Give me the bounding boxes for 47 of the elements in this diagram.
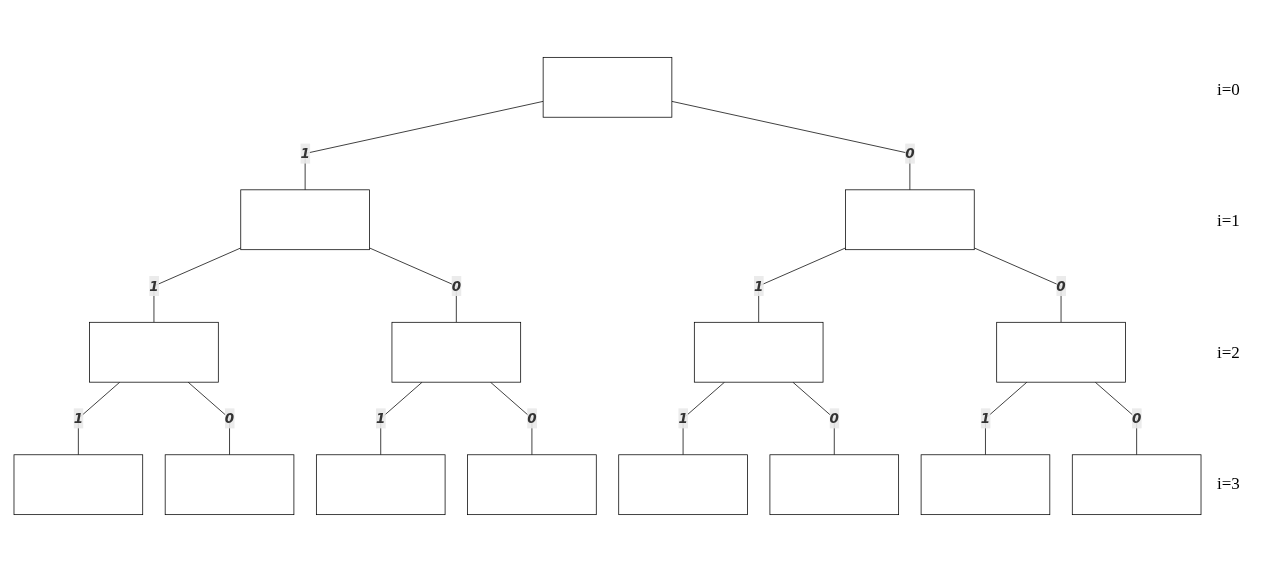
- connector: [380, 381, 423, 456]
- node-box: [240, 189, 370, 251]
- edge-label: 0: [1056, 278, 1066, 294]
- connector: [973, 247, 1062, 323]
- node-box: [996, 321, 1126, 383]
- node-box: [542, 56, 673, 118]
- connector: [369, 247, 457, 323]
- edge-label: 1: [678, 410, 688, 427]
- edge-label: 1: [754, 278, 764, 294]
- node-box: [316, 454, 446, 516]
- node-box: [693, 321, 824, 383]
- edge-label: 0: [905, 145, 915, 162]
- node-box: [1071, 454, 1202, 516]
- edge-label: 1: [73, 410, 84, 427]
- edge-label: 1: [376, 410, 386, 427]
- connector: [682, 381, 725, 456]
- connector: [1094, 381, 1138, 456]
- edge-label: 1: [980, 410, 991, 427]
- node-box: [89, 321, 219, 383]
- level-label: i=3: [1216, 474, 1241, 494]
- connector: [985, 381, 1028, 456]
- level-label: i=1: [1216, 211, 1241, 232]
- edge-label: 0: [527, 410, 537, 427]
- node-box: [845, 189, 975, 251]
- connector: [792, 381, 835, 456]
- connector: [77, 381, 121, 456]
- connector: [671, 101, 911, 191]
- connector: [187, 381, 230, 456]
- node-box: [769, 454, 899, 516]
- node-box: [920, 454, 1051, 516]
- edge-label: 0: [829, 410, 839, 427]
- connector: [490, 381, 533, 456]
- node-box: [391, 321, 522, 383]
- edge-label: 0: [451, 278, 461, 294]
- node-box: [467, 454, 597, 516]
- edge-label: 1: [149, 278, 159, 294]
- connector: [304, 101, 544, 191]
- level-label: i=0: [1216, 80, 1241, 100]
- edge-label: 0: [224, 410, 235, 427]
- edge-label: 1: [300, 145, 310, 162]
- node-box: [618, 454, 748, 516]
- connector: [153, 247, 242, 323]
- level-label: i=2: [1216, 342, 1241, 363]
- node-box: [13, 454, 144, 516]
- edge-label: 0: [1131, 410, 1142, 427]
- node-box: [164, 454, 295, 516]
- connector: [758, 247, 846, 323]
